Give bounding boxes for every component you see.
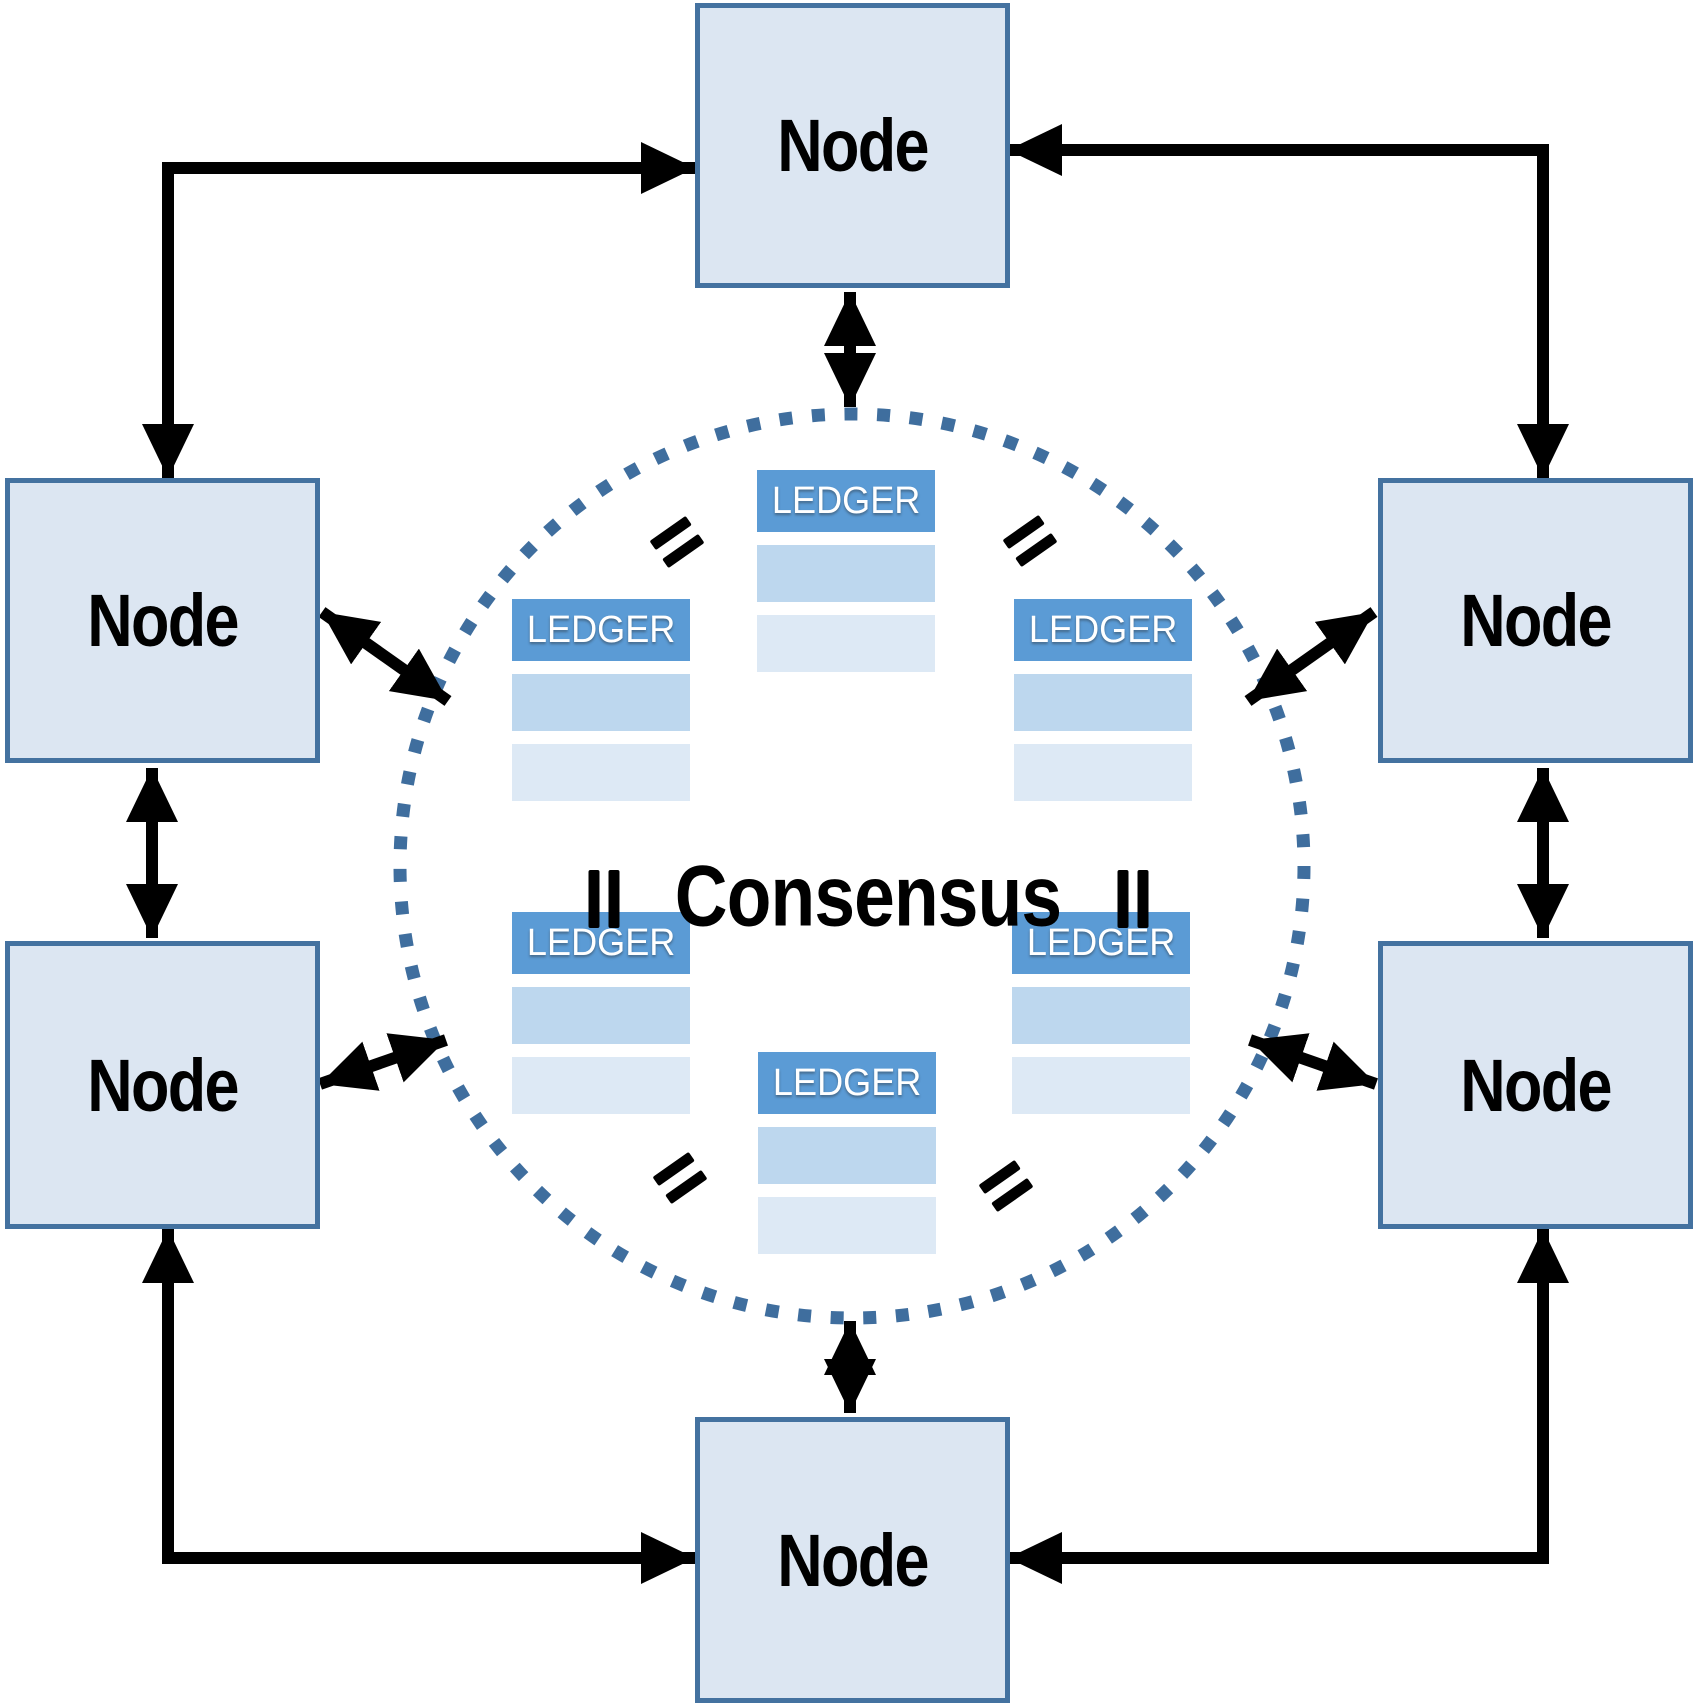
- ledger-row: [512, 1057, 690, 1114]
- node-label: Node: [1460, 1043, 1612, 1127]
- ledger-table-bottom: LEDGER: [758, 1052, 936, 1267]
- ledger-label: LEDGER: [1026, 921, 1176, 964]
- equals-bar: [1137, 870, 1149, 928]
- equals-icon-consensus-left: [588, 870, 620, 928]
- arrow-elbow-bottom-right: [1008, 1229, 1569, 1584]
- ledger-row: [1012, 987, 1190, 1044]
- ledger-header: LEDGER: [757, 470, 935, 532]
- ledger-label: LEDGER: [526, 921, 676, 964]
- ledger-row: [757, 615, 935, 672]
- ledger-row: [512, 987, 690, 1044]
- ledger-row: [512, 674, 690, 731]
- equals-bar: [588, 870, 600, 928]
- node-box-lower-left: Node: [5, 941, 320, 1229]
- ledger-header: LEDGER: [512, 912, 690, 974]
- consensus-label: Consensus: [674, 848, 1062, 945]
- node-box-bottom: Node: [695, 1417, 1010, 1703]
- node-label: Node: [777, 104, 929, 187]
- ledger-table-lower-right: LEDGER: [1012, 912, 1190, 1127]
- ledger-header: LEDGER: [758, 1052, 936, 1114]
- ledger-header: LEDGER: [1012, 912, 1190, 974]
- ledger-label: LEDGER: [772, 1061, 922, 1104]
- equals-icon-consensus-right: [1117, 870, 1149, 928]
- node-label: Node: [777, 1518, 929, 1602]
- node-box-top: Node: [695, 3, 1010, 288]
- node-box-lower-right: Node: [1378, 941, 1693, 1229]
- arrow-lower-right-node-circle: [1248, 1033, 1378, 1091]
- equals-bar: [608, 870, 620, 928]
- arrow-elbow-bottom-left: [142, 1229, 695, 1584]
- arrow-upper-left-node-circle: [318, 607, 452, 706]
- node-label: Node: [1460, 579, 1612, 662]
- arrow-elbow-top-left: [142, 142, 695, 478]
- ledger-row: [758, 1197, 936, 1254]
- arrow-upper-right-node-circle: [1244, 607, 1378, 706]
- ledger-row: [758, 1127, 936, 1184]
- ledger-row: [1014, 744, 1192, 801]
- ledger-row: [1014, 674, 1192, 731]
- ledger-table-lower-left: LEDGER: [512, 912, 690, 1127]
- node-box-upper-right: Node: [1378, 478, 1693, 763]
- ledger-row: [512, 744, 690, 801]
- ledger-table-upper-left: LEDGER: [512, 599, 690, 814]
- ledger-label: LEDGER: [771, 479, 921, 522]
- arrow-lower-left-node-circle: [318, 1033, 448, 1091]
- node-box-upper-left: Node: [5, 478, 320, 763]
- node-label: Node: [87, 579, 239, 662]
- node-label: Node: [87, 1043, 239, 1127]
- ledger-header: LEDGER: [512, 599, 690, 661]
- consensus-dotted-circle: [393, 407, 1311, 1325]
- ledger-header: LEDGER: [1014, 599, 1192, 661]
- ledger-row: [757, 545, 935, 602]
- ledger-label: LEDGER: [1028, 608, 1178, 651]
- equals-bar: [1117, 870, 1129, 928]
- arrow-elbow-top-right: [1008, 124, 1569, 478]
- ledger-table-upper-right: LEDGER: [1014, 599, 1192, 814]
- ledger-label: LEDGER: [526, 608, 676, 651]
- ledger-row: [1012, 1057, 1190, 1114]
- ledger-table-top: LEDGER: [757, 470, 935, 685]
